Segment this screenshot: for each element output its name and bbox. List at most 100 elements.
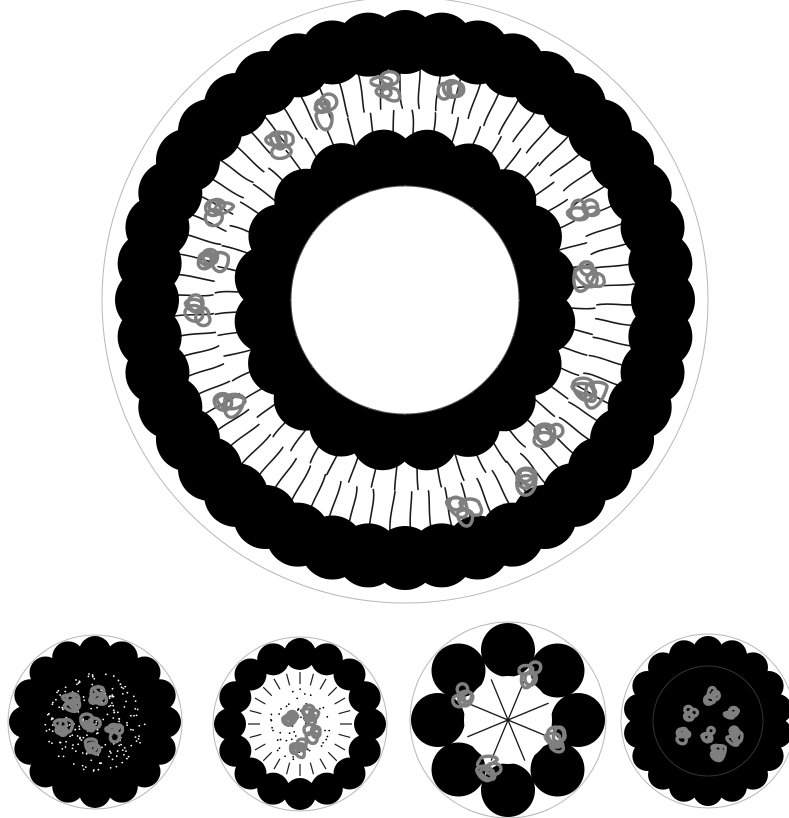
core-dot	[51, 717, 53, 719]
core-dot	[117, 711, 119, 713]
head-group	[481, 763, 535, 817]
core-dot	[82, 765, 84, 767]
core-dot	[49, 729, 51, 731]
petal-micelle	[410, 622, 606, 818]
outer-leaflet-tail	[593, 337, 632, 346]
core-dot	[289, 732, 291, 734]
micelle-dark-core	[621, 634, 789, 808]
core-dot	[75, 679, 77, 681]
core-dot	[135, 736, 137, 738]
core-dot	[326, 736, 328, 738]
head-group	[144, 679, 176, 711]
core-dot	[56, 691, 58, 693]
core-dot	[304, 693, 306, 695]
outer-leaflet-tail	[349, 487, 357, 525]
membrane-protein	[371, 72, 400, 101]
outer-leaflet-tail	[418, 69, 420, 109]
outer-leaflet-tail	[180, 346, 218, 357]
core-dot	[88, 676, 90, 678]
core-dot	[272, 730, 274, 732]
core-dot	[62, 708, 64, 710]
micelle-dotted-core	[8, 635, 182, 809]
core-dot	[90, 759, 92, 761]
core-dot	[122, 693, 124, 695]
outer-leaflet-tail	[227, 425, 259, 450]
core-dot	[59, 694, 61, 696]
core-dot	[121, 686, 123, 688]
core-dot	[109, 697, 111, 699]
core-dot	[51, 742, 53, 744]
core-dot	[110, 767, 112, 769]
core-dot	[95, 723, 97, 725]
core-dot	[130, 729, 132, 731]
core-dot	[92, 674, 94, 676]
outer-leaflet-tail	[468, 81, 481, 119]
core-dot	[118, 718, 120, 720]
core-dot	[61, 748, 63, 750]
core-dot	[137, 709, 139, 711]
core-dot	[117, 750, 119, 752]
core-dot	[125, 750, 127, 752]
outer-leaflet-tail	[299, 94, 317, 130]
core-dot	[48, 713, 50, 715]
core-dot	[93, 678, 95, 680]
core-dot	[52, 702, 54, 704]
core-dot	[133, 695, 135, 697]
core-dot	[85, 766, 87, 768]
core-dot	[74, 729, 76, 731]
core-dot	[123, 754, 125, 756]
head-group	[106, 771, 138, 803]
outer-leaflet-tail	[220, 160, 253, 182]
core-dot	[88, 673, 90, 675]
core-dot	[83, 699, 85, 701]
head-group	[9, 706, 41, 738]
head-group	[257, 643, 289, 675]
core-dot	[270, 719, 272, 721]
core-dot	[112, 705, 114, 707]
core-dot	[112, 758, 114, 760]
core-dot	[102, 719, 104, 721]
outer-leaflet-tail	[257, 447, 283, 478]
core-dot	[296, 698, 298, 700]
core-dot	[139, 742, 141, 744]
core-dot	[277, 750, 279, 752]
outer-leaflet-tail	[208, 177, 243, 198]
core-dot	[120, 744, 122, 746]
membrane-protein	[214, 394, 245, 418]
core-dot	[124, 686, 126, 688]
core-dot	[55, 699, 57, 701]
head-group	[14, 733, 46, 765]
outer-leaflet-tail	[338, 78, 348, 117]
core-dot	[76, 683, 78, 685]
core-dot	[136, 740, 138, 742]
core-dot	[97, 769, 99, 771]
core-dot	[46, 730, 48, 732]
membrane-protein	[266, 132, 293, 158]
core-dot	[134, 708, 136, 710]
core-dot	[293, 731, 295, 733]
core-dot	[280, 708, 282, 710]
core-dot	[105, 673, 107, 675]
core-dot	[118, 744, 120, 746]
core-dot	[118, 680, 120, 682]
vesicle-lumen	[291, 186, 519, 414]
core-dot	[120, 683, 122, 685]
core-dot	[113, 709, 115, 711]
core-dot	[100, 762, 102, 764]
core-dot	[71, 734, 73, 736]
outer-leaflet-tail	[273, 459, 296, 491]
core-dot	[138, 725, 140, 727]
core-dot	[270, 714, 272, 716]
core-dot	[292, 756, 294, 758]
membrane-protein	[315, 94, 337, 130]
core-dot	[271, 727, 273, 729]
core-dot	[82, 752, 84, 754]
core-dot	[113, 696, 115, 698]
head-group	[214, 708, 246, 740]
core-dot	[79, 728, 81, 730]
core-dot	[81, 739, 83, 741]
outer-leaflet-tail	[527, 122, 554, 153]
core-dot	[126, 724, 128, 726]
micelle-core	[247, 671, 353, 777]
